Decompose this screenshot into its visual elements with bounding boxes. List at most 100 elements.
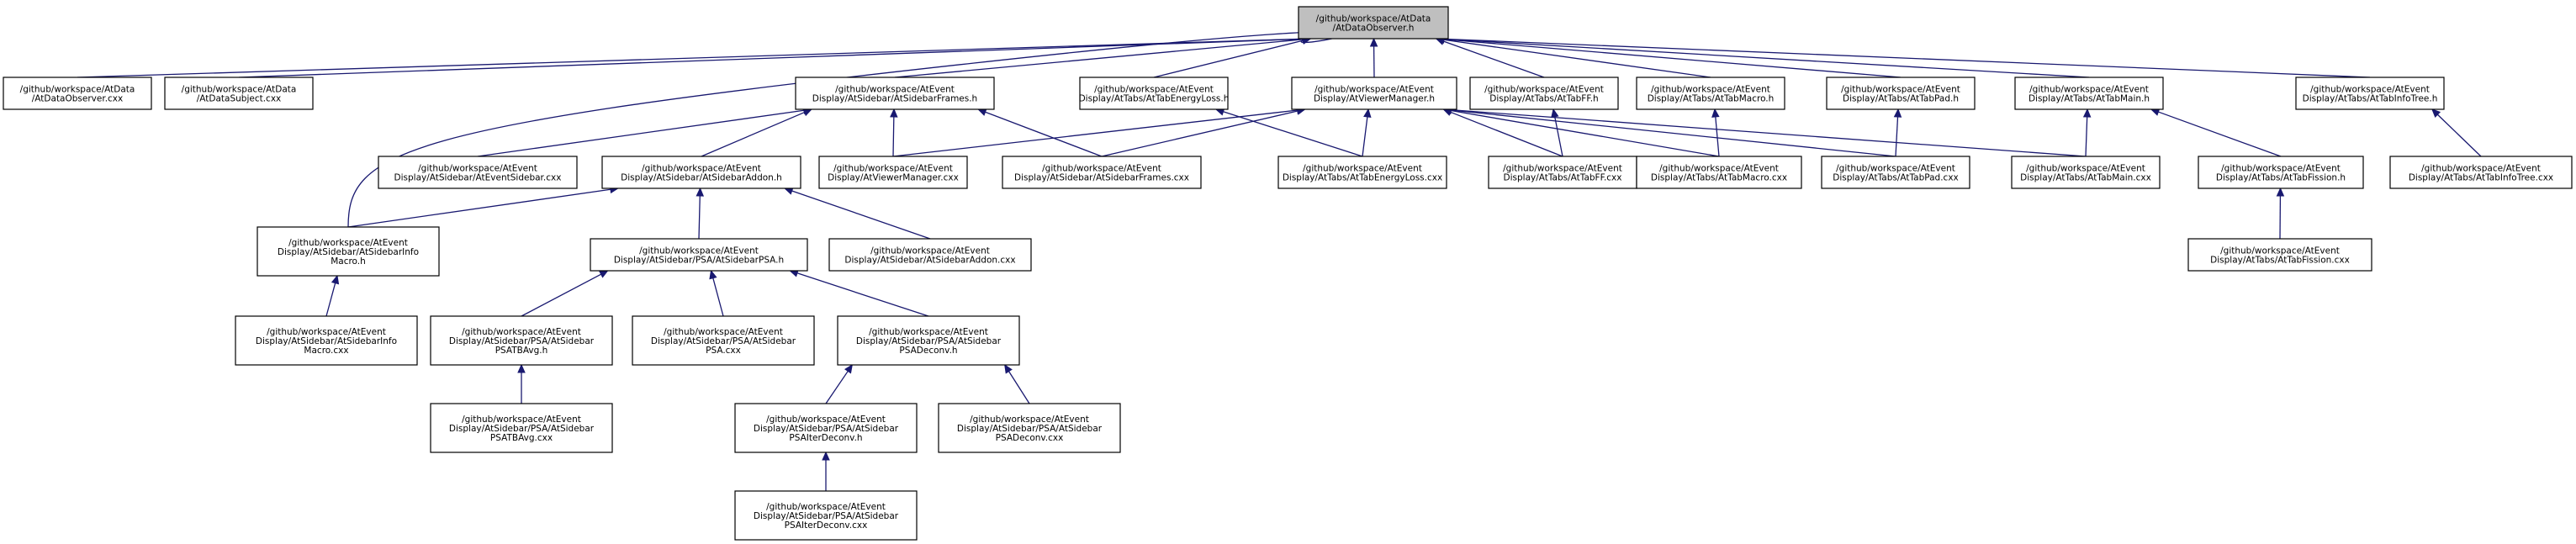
node-label-line: Display/AtTabs/AtTabFF.cxx	[1504, 173, 1622, 183]
node-label-line: Display/AtSidebar/AtEventSidebar.cxx	[394, 173, 562, 183]
edge-line	[325, 283, 336, 317]
edge-arrowhead	[1711, 108, 1720, 118]
dependency-edge	[2431, 108, 2482, 157]
graph-node[interactable]: /github/workspace/AtEventDisplay/AtTabs/…	[1821, 156, 1970, 189]
dependency-edge	[825, 363, 853, 404]
node-label-line: /github/workspace/AtEvent	[1094, 85, 1214, 95]
dependency-edge	[238, 34, 1312, 78]
node-box	[2295, 77, 2445, 110]
graph-node[interactable]: /github/workspace/AtEventDisplay/AtTabs/…	[1636, 77, 1785, 110]
edge-line	[1451, 109, 1720, 157]
graph-node[interactable]: /github/workspace/AtEventDisplay/AtSideb…	[378, 156, 578, 189]
graph-node[interactable]: /github/workspace/AtEventDisplay/AtTabs/…	[2198, 156, 2364, 189]
edge-layer	[77, 31, 2482, 491]
graph-node[interactable]: /github/workspace/AtEventDisplay/AtSideb…	[734, 403, 918, 453]
node-label-line: /AtDataObserver.h	[1333, 24, 1415, 34]
node-label-line: Display/AtSidebar/PSA/AtSidebar	[754, 511, 899, 521]
node-label-line: /github/workspace/AtData	[20, 85, 135, 95]
edge-line	[1895, 116, 1899, 157]
dependency-edge	[1435, 34, 2371, 78]
edge-arrowhead	[2082, 108, 2092, 118]
node-label-line: Display/AtSidebar/PSA/AtSidebar	[856, 336, 1002, 346]
node-label-line: Display/AtTabs/AtTabMain.h	[2029, 94, 2150, 104]
graph-node[interactable]: /github/workspace/AtEventDisplay/AtTabs/…	[1079, 77, 1230, 110]
graph-node[interactable]: /github/workspace/AtData/AtDataSubject.c…	[164, 77, 314, 110]
graph-node[interactable]: /github/workspace/AtEventDisplay/AtSideb…	[734, 490, 918, 541]
edge-line	[712, 277, 724, 317]
dependency-edge	[1214, 108, 1363, 157]
graph-node[interactable]: /github/workspace/AtEventDisplay/AtTabs/…	[1826, 77, 1976, 110]
node-layer: /github/workspace/AtData/AtDataObserver.…	[3, 6, 2573, 541]
node-box	[3, 77, 152, 110]
node-box	[601, 156, 801, 189]
edge-arrowhead	[1363, 108, 1372, 119]
graph-node[interactable]: /github/workspace/AtEventDisplay/AtTabs/…	[2295, 77, 2445, 110]
node-label-line: Display/AtSidebar/PSA/AtSidebar	[754, 424, 899, 434]
edge-arrowhead	[1893, 108, 1902, 118]
node-box	[1821, 156, 1970, 189]
dependency-edge	[517, 363, 526, 404]
graph-node[interactable]: /github/workspace/AtEventDisplay/AtTabs/…	[2014, 77, 2164, 110]
node-label-line: Display/AtTabs/AtTabFission.cxx	[2210, 256, 2350, 266]
node-label-line: PSADeconv.cxx	[996, 433, 1064, 443]
edge-arrowhead	[2276, 187, 2285, 197]
edge-line	[1443, 39, 1711, 78]
graph-node[interactable]: /github/workspace/AtEventDisplay/AtTabs/…	[1488, 156, 1637, 189]
node-label-line: /github/workspace/AtEvent	[2310, 85, 2430, 95]
edge-line	[892, 116, 895, 157]
graph-node[interactable]: /github/workspace/AtEventDisplay/AtSideb…	[795, 77, 995, 110]
node-label-line: /github/workspace/AtEvent	[2029, 85, 2149, 95]
edge-arrowhead	[1551, 108, 1559, 119]
graph-node[interactable]: /github/workspace/AtEventDisplay/AtSideb…	[235, 315, 418, 366]
dependency-edge	[890, 108, 898, 157]
node-label-line: Macro.cxx	[304, 346, 348, 356]
dependency-edge	[894, 35, 1312, 78]
graph-node[interactable]: /github/workspace/AtEventDisplay/AtSideb…	[837, 315, 1020, 366]
node-label-line: /github/workspace/AtEvent	[462, 327, 581, 337]
graph-node[interactable]: /github/workspace/AtEventDisplay/AtSideb…	[828, 238, 1032, 272]
graph-node[interactable]: /github/workspace/AtEventDisplay/AtViewe…	[818, 156, 968, 189]
edge-line	[1443, 38, 2090, 78]
edge-line	[701, 111, 805, 157]
node-box	[430, 315, 613, 366]
graph-node[interactable]: /github/workspace/AtEventDisplay/AtSideb…	[1002, 156, 1202, 189]
graph-node[interactable]: /github/workspace/AtEventDisplay/AtSideb…	[430, 315, 613, 366]
graph-node[interactable]: /github/workspace/AtEventDisplay/AtSideb…	[590, 238, 808, 272]
node-label-line: /github/workspace/AtEvent	[1484, 85, 1604, 95]
graph-node[interactable]: /github/workspace/AtData/AtDataObserver.…	[3, 77, 152, 110]
edge-arrowhead	[822, 451, 830, 461]
node-box	[1636, 156, 1802, 189]
graph-node[interactable]: /github/workspace/AtEventDisplay/AtTabs/…	[1636, 156, 1802, 189]
edge-line	[1443, 39, 1902, 78]
graph-node[interactable]: /github/workspace/AtEventDisplay/AtSideb…	[632, 315, 815, 366]
edge-line	[1153, 40, 1304, 78]
node-box	[235, 315, 418, 366]
graph-node[interactable]: /github/workspace/AtEventDisplay/AtTabs/…	[2187, 238, 2372, 272]
graph-node[interactable]: /github/workspace/AtEventDisplay/AtViewe…	[1291, 77, 1457, 110]
node-label-line: /github/workspace/AtEvent	[1042, 164, 1161, 174]
edge-line	[791, 190, 931, 240]
node-label-line: Display/AtSidebar/AtSidebarInfo	[256, 336, 397, 346]
edge-arrowhead	[696, 187, 705, 197]
graph-node[interactable]: /github/workspace/AtEventDisplay/AtSideb…	[257, 226, 440, 277]
graph-node[interactable]: /github/workspace/AtEventDisplay/AtTabs/…	[1277, 156, 1447, 189]
node-label-line: Display/AtViewerManager.h	[1314, 94, 1435, 104]
graph-node[interactable]: /github/workspace/AtEventDisplay/AtTabs/…	[2389, 156, 2573, 189]
graph-node[interactable]: /github/workspace/AtEventDisplay/AtSideb…	[430, 403, 613, 453]
node-label-line: Display/AtSidebar/PSA/AtSidebarPSA.h	[614, 256, 784, 266]
node-box	[430, 403, 613, 453]
node-label-line: /github/workspace/AtEvent	[766, 415, 886, 425]
dependency-edge	[1369, 37, 1378, 78]
edge-arrowhead	[331, 274, 340, 285]
node-box	[795, 77, 995, 110]
graph-node[interactable]: /github/workspace/AtEventDisplay/AtTabs/…	[2011, 156, 2161, 189]
graph-node[interactable]: /github/workspace/AtEventDisplay/AtSideb…	[938, 403, 1121, 453]
graph-root-node[interactable]: /github/workspace/AtData/AtDataObserver.…	[1298, 6, 1449, 40]
graph-node[interactable]: /github/workspace/AtEventDisplay/AtSideb…	[601, 156, 801, 189]
node-box	[2389, 156, 2573, 189]
edge-arrowhead	[844, 363, 853, 374]
dependency-edge	[2082, 108, 2092, 157]
dependency-edge	[77, 34, 1312, 78]
graph-node[interactable]: /github/workspace/AtEventDisplay/AtTabs/…	[1469, 77, 1619, 110]
edge-arrowhead	[599, 270, 609, 278]
